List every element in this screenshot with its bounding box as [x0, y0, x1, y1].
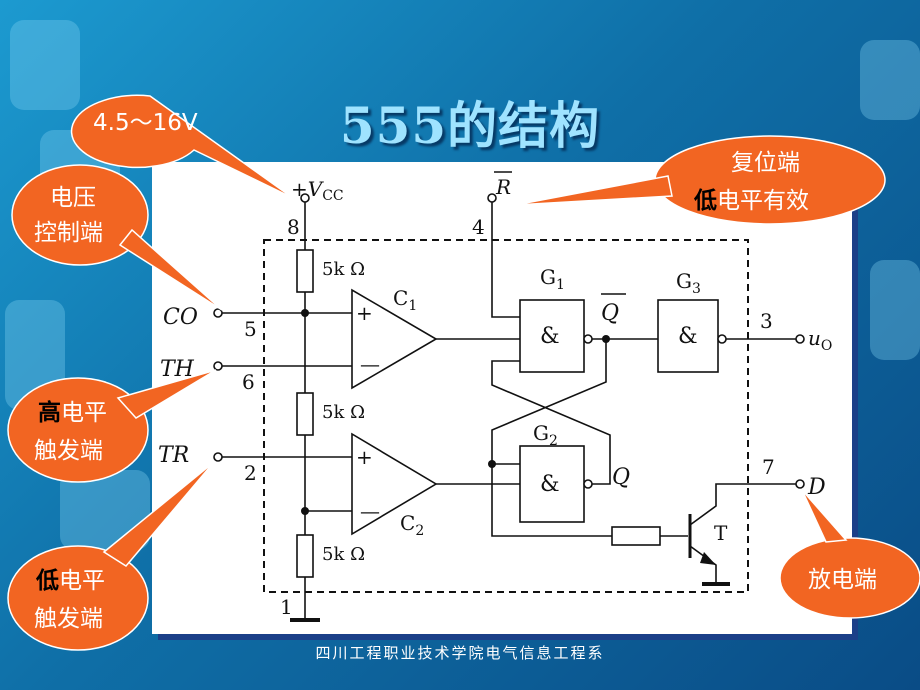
pin-1-number: 1 — [280, 595, 293, 619]
callout-trigger-text-1: 低电平 — [35, 568, 105, 594]
gate-g2-label: G2 — [533, 421, 558, 449]
collector-wire — [689, 483, 796, 526]
callout-threshold-text-2: 触发端 — [34, 438, 103, 464]
pin-6-terminal — [213, 361, 223, 371]
gate-g1-label: G1 — [540, 265, 565, 293]
pin-5-terminal — [213, 308, 223, 318]
pin-2-terminal — [213, 452, 223, 462]
output-label: uO — [808, 326, 832, 354]
junction-dot — [301, 507, 309, 515]
tr-label: TR — [158, 443, 189, 468]
junction-dot — [602, 335, 610, 343]
callout-discharge — [779, 537, 920, 619]
gate-g1 — [519, 299, 585, 373]
callout-threshold-pointer — [116, 369, 217, 419]
discharge-label: D — [807, 475, 826, 500]
chip-boundary — [263, 239, 749, 593]
q-label: Q — [612, 465, 630, 490]
junction-dot — [488, 460, 496, 468]
callout-reset-text-2: 低电平有效 — [693, 188, 809, 214]
pin-6-number: 6 — [242, 370, 255, 394]
pin-7-terminal — [795, 479, 805, 489]
g2-output-bubble — [583, 479, 593, 489]
c1-minus-sign: — — [360, 352, 380, 376]
pin-4-number: 4 — [472, 215, 485, 239]
reset-to-g2-wire — [491, 464, 612, 537]
feedback-wire — [491, 360, 611, 485]
pin-4-terminal — [487, 193, 497, 203]
resistor-top-value: 5k Ω — [322, 259, 365, 280]
gate-g2 — [519, 445, 585, 523]
feedback-wire — [491, 339, 607, 465]
callout-trigger-pointer — [102, 461, 215, 567]
callout-supply-range-text: 4.5～16V — [93, 110, 198, 136]
comparator-c2 — [351, 432, 438, 536]
callout-threshold — [7, 377, 149, 483]
transistor-label: T — [714, 521, 728, 545]
junction-dot — [301, 309, 309, 317]
callout-discharge-text: 放电端 — [808, 567, 877, 593]
puzzle-decoration — [10, 20, 80, 110]
callout-supply-range — [70, 94, 294, 199]
comparator-c2-label: C2 — [400, 511, 424, 539]
pin-5-number: 5 — [244, 317, 257, 341]
comparator-c1 — [351, 288, 438, 390]
callout-threshold-text-1: 高电平 — [38, 399, 107, 426]
callout-reset-pointer — [514, 175, 673, 206]
resistor-bottom-value: 5k Ω — [322, 544, 365, 565]
puzzle-decoration — [870, 260, 920, 360]
slide-title: 555的结构 — [339, 96, 601, 155]
qbar-label: Q — [601, 301, 619, 326]
reset-label: R — [495, 175, 511, 199]
comparator-c1-label: C1 — [393, 286, 417, 314]
emitter-arrow — [700, 552, 716, 565]
reset-wire — [491, 200, 520, 318]
pin-3-terminal — [795, 334, 805, 344]
callout-reset-text-1: 复位端 — [731, 150, 800, 176]
callout-discharge-pointer — [801, 489, 848, 543]
co-label: CO — [163, 305, 198, 330]
c1-plus-sign: + — [356, 301, 373, 325]
pin-7-number: 7 — [762, 455, 775, 479]
callout-trigger — [7, 545, 149, 651]
callout-control-pointer — [118, 228, 223, 311]
callout-control-text-1: 电压 — [50, 185, 96, 211]
gate-g2-symbol: & — [540, 472, 560, 497]
gate-g3-label: G3 — [676, 269, 701, 297]
pin-2-number: 2 — [244, 461, 257, 485]
gate-g1-symbol: & — [540, 324, 560, 349]
c2-plus-sign: + — [356, 445, 373, 469]
c2-minus-sign: — — [360, 499, 380, 523]
pin-3-number: 3 — [760, 309, 773, 333]
callout-control-text-2: 控制端 — [34, 220, 103, 246]
callout-trigger-text-2: 触发端 — [34, 606, 103, 632]
pin-8-terminal — [300, 193, 310, 203]
gate-g3 — [657, 299, 719, 373]
gate-g3-symbol: & — [678, 324, 698, 349]
pin-8-number: 8 — [287, 215, 300, 239]
vcc-label: +VCC — [291, 177, 344, 204]
slide-footer: 四川工程职业技术学院电气信息工程系 — [315, 644, 605, 662]
callout-control-voltage — [11, 164, 149, 266]
puzzle-decoration — [860, 40, 920, 120]
resistor-middle-value: 5k Ω — [322, 402, 365, 423]
